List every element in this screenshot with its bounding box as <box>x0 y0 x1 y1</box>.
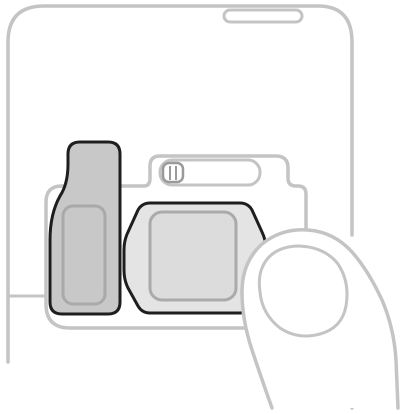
fingernail <box>259 246 347 336</box>
camera-flash-switch <box>163 163 183 182</box>
phone-speaker-slot <box>224 10 302 22</box>
camera-lens-inner <box>150 212 236 300</box>
finger-icon <box>242 230 398 408</box>
camera-grip <box>50 142 120 314</box>
